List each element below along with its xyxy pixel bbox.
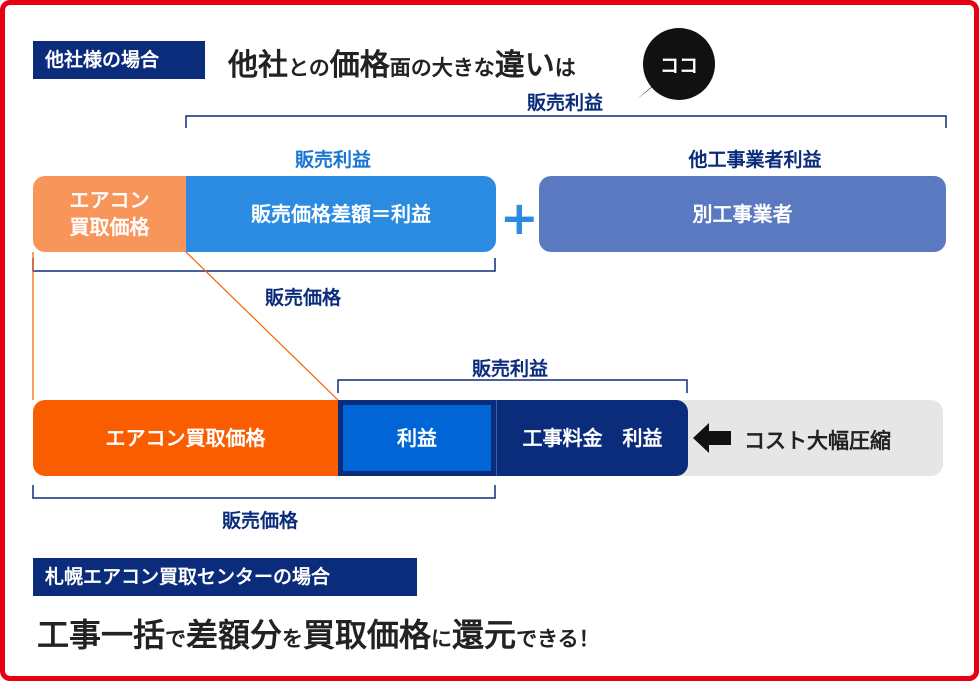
top-profit-label: 販売利益 (526, 92, 603, 114)
sale-price-label-bottom: 販売価格 (221, 510, 298, 532)
top-bracket (185, 115, 947, 128)
plus-icon: + (500, 191, 539, 245)
footer-part: を (282, 627, 304, 651)
footer-part: 工事一括 (37, 616, 166, 654)
headline-part: 面の大きな (389, 56, 495, 80)
cost-reduction-label: コスト大幅圧縮 (744, 429, 891, 453)
profit-bracket-bottom (337, 379, 688, 393)
our-company-tag: 札幌エアコン買取センターの場合 (33, 558, 417, 596)
connector-diagonal (185, 251, 339, 401)
other-contractor-profit-label: 他工事業者利益 (688, 149, 822, 171)
headline-part: は (554, 56, 576, 80)
headline-part: 違い (494, 48, 555, 83)
headline-part: 他社 (228, 48, 288, 83)
headline: 他社との価格面の大きな違いは (228, 40, 576, 84)
footer-headline: 工事一括で差額分を買取価格に還元できる！ (37, 610, 600, 656)
our-purchase-price-box: エアコン買取価格 (33, 400, 338, 476)
profit-label-bottom: 販売利益 (471, 358, 548, 380)
bubble-text: ココ (659, 54, 698, 77)
arrow-left-icon (693, 423, 731, 453)
footer-part: 差額分 (186, 616, 283, 654)
headline-part: 価格 (329, 48, 390, 83)
other-purchase-price-box: エアコン 買取価格 (33, 176, 186, 252)
footer-part: で (165, 627, 187, 651)
footer-part: できる！ (516, 627, 600, 651)
sale-price-bracket-top (32, 258, 496, 272)
other-company-tag: 他社様の場合 (33, 41, 205, 79)
sale-price-label-top: 販売価格 (264, 287, 341, 309)
footer-part: 買取価格 (303, 616, 432, 654)
profit-box: 利益 (338, 400, 496, 476)
profit-segment-label: 販売利益 (294, 149, 371, 171)
work-fee-profit-box: 工事料金 利益 (496, 400, 688, 476)
price-difference-box: 販売価格差額＝利益 (186, 176, 496, 252)
sale-price-bracket-bottom (32, 485, 496, 499)
headline-part: との (288, 56, 330, 80)
footer-part: 還元 (452, 616, 517, 654)
footer-part: に (431, 627, 453, 651)
speech-bubble: ココ (643, 28, 715, 100)
bubble-tail-icon (636, 84, 656, 100)
other-contractor-box: 別工事業者 (539, 176, 946, 252)
